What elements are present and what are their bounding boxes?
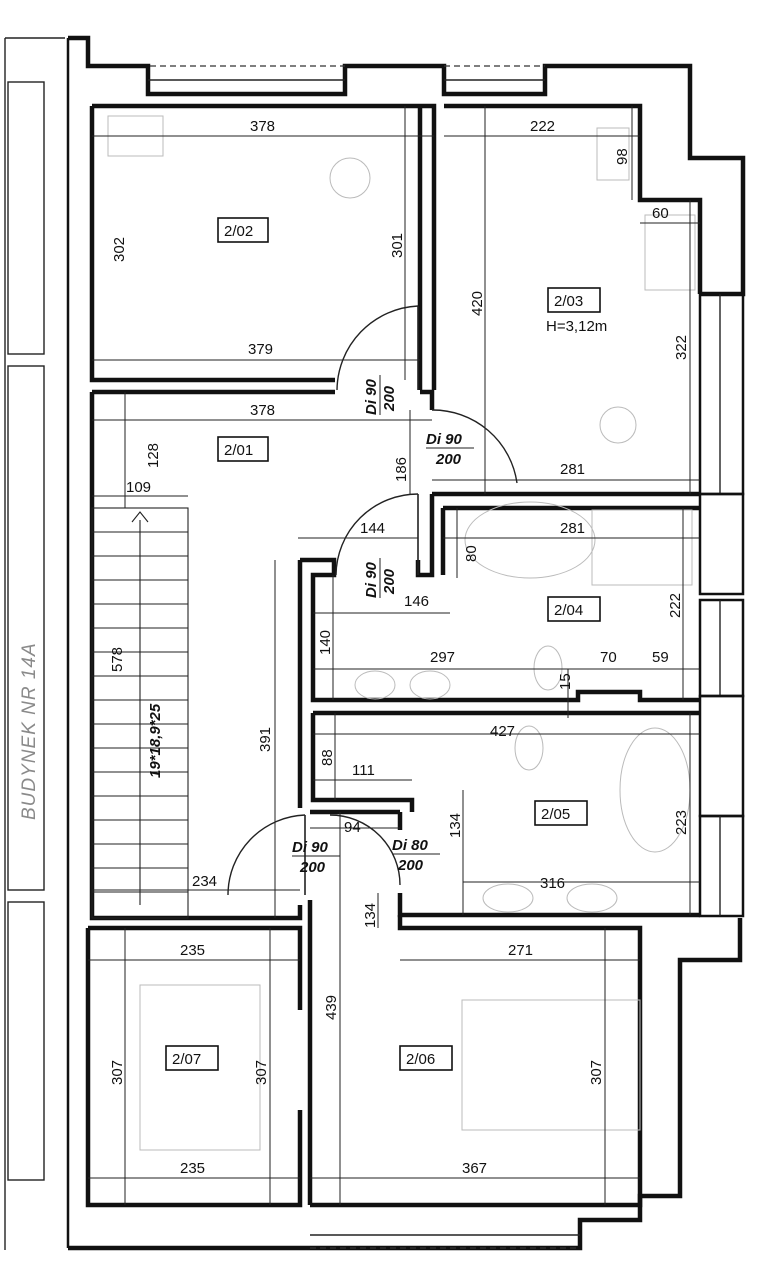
dim-label: 281 — [560, 461, 585, 478]
svg-text:Di 90: Di 90 — [363, 561, 380, 598]
room-tag-2-07: 2/07 — [172, 1051, 201, 1068]
door-label-5: Di 80 200 — [392, 837, 440, 874]
dim-label: 235 — [180, 942, 205, 959]
dim-label: 88 — [319, 749, 336, 766]
dimension-lines — [88, 106, 700, 1205]
dim-label: 94 — [344, 819, 361, 836]
dim-label: 420 — [469, 291, 486, 316]
svg-text:200: 200 — [435, 451, 462, 468]
door-label-1: Di 90 200 — [363, 375, 398, 415]
dim-label: 140 — [317, 630, 334, 655]
exterior-walls — [66, 35, 746, 1251]
neighbour-building — [4, 37, 65, 1250]
dim-label: 297 — [430, 649, 455, 666]
building-side-label: BUDYNEK NR 14A — [19, 642, 40, 820]
interior-walls — [85, 103, 703, 1208]
dim-label: 439 — [323, 995, 340, 1020]
dim-label: 144 — [360, 520, 385, 537]
dim-label: 146 — [404, 593, 429, 610]
door-label-3: Di 90 200 — [363, 558, 398, 598]
dim-label: 271 — [508, 942, 533, 959]
stair-label: 19*18,9*25 — [147, 703, 164, 778]
dim-label: 80 — [463, 545, 480, 562]
svg-text:Di 90: Di 90 — [426, 431, 463, 448]
dim-label: 367 — [462, 1160, 487, 1177]
dim-label: 134 — [447, 813, 464, 838]
dim-label: 302 — [111, 237, 128, 262]
window-bays — [698, 292, 745, 918]
dim-label: 59 — [652, 649, 669, 666]
dim-label: 322 — [673, 335, 690, 360]
dim-label: 98 — [614, 148, 631, 165]
dim-label: 235 — [180, 1160, 205, 1177]
room-tag-2-03: 2/03 — [554, 293, 583, 310]
dim-label: 301 — [389, 233, 406, 258]
door-label-4: Di 90 200 — [292, 839, 340, 876]
room-tag-2-01: 2/01 — [224, 442, 253, 459]
dimension-labels: 378 222 98 302 301 60 420 322 379 378 12… — [109, 118, 690, 1177]
room-tag-2-05: 2/05 — [541, 806, 570, 823]
dim-label: 378 — [250, 402, 275, 419]
dim-label: 60 — [652, 205, 669, 222]
room-tag-2-02: 2/02 — [224, 223, 253, 240]
dim-label: 307 — [588, 1060, 605, 1085]
dim-label: 578 — [109, 647, 126, 672]
dim-label: 234 — [192, 873, 217, 890]
staircase — [91, 507, 189, 919]
svg-text:200: 200 — [397, 857, 424, 874]
dim-label: 128 — [145, 443, 162, 468]
dim-label: 109 — [126, 479, 151, 496]
dim-label: 316 — [540, 875, 565, 892]
dim-label: 222 — [530, 118, 555, 135]
svg-text:200: 200 — [299, 859, 326, 876]
svg-text:Di 90: Di 90 — [292, 839, 329, 856]
dim-label: 307 — [253, 1060, 270, 1085]
room-height-note: H=3,12m — [546, 318, 607, 335]
dim-label: 111 — [352, 762, 375, 779]
svg-text:200: 200 — [381, 385, 398, 412]
dim-label: 378 — [250, 118, 275, 135]
room-tag-2-06: 2/06 — [406, 1051, 435, 1068]
dim-label: 15 — [557, 673, 574, 690]
dim-label: 222 — [667, 593, 684, 618]
door-label-2: Di 90 200 — [426, 431, 474, 468]
fixtures — [107, 115, 696, 1151]
dim-label: 379 — [248, 341, 273, 358]
door-labels: Di 90 200 Di 90 200 Di 90 200 Di 90 200 … — [292, 375, 474, 876]
dim-label: 223 — [673, 810, 690, 835]
dim-label: 307 — [109, 1060, 126, 1085]
dim-label: 281 — [560, 520, 585, 537]
svg-text:Di 80: Di 80 — [392, 837, 429, 854]
dim-label: 427 — [490, 723, 515, 740]
room-tags: 2/02 2/03 H=3,12m 2/01 2/04 2/05 2/07 2/… — [165, 217, 607, 1071]
svg-text:200: 200 — [381, 568, 398, 595]
dim-label: 186 — [393, 457, 410, 482]
dim-label: 70 — [600, 649, 617, 666]
room-tag-2-04: 2/04 — [554, 602, 583, 619]
dim-label: 391 — [257, 727, 274, 752]
dim-label: 134 — [362, 903, 379, 928]
door-swings — [227, 305, 518, 896]
svg-text:Di 90: Di 90 — [363, 378, 380, 415]
